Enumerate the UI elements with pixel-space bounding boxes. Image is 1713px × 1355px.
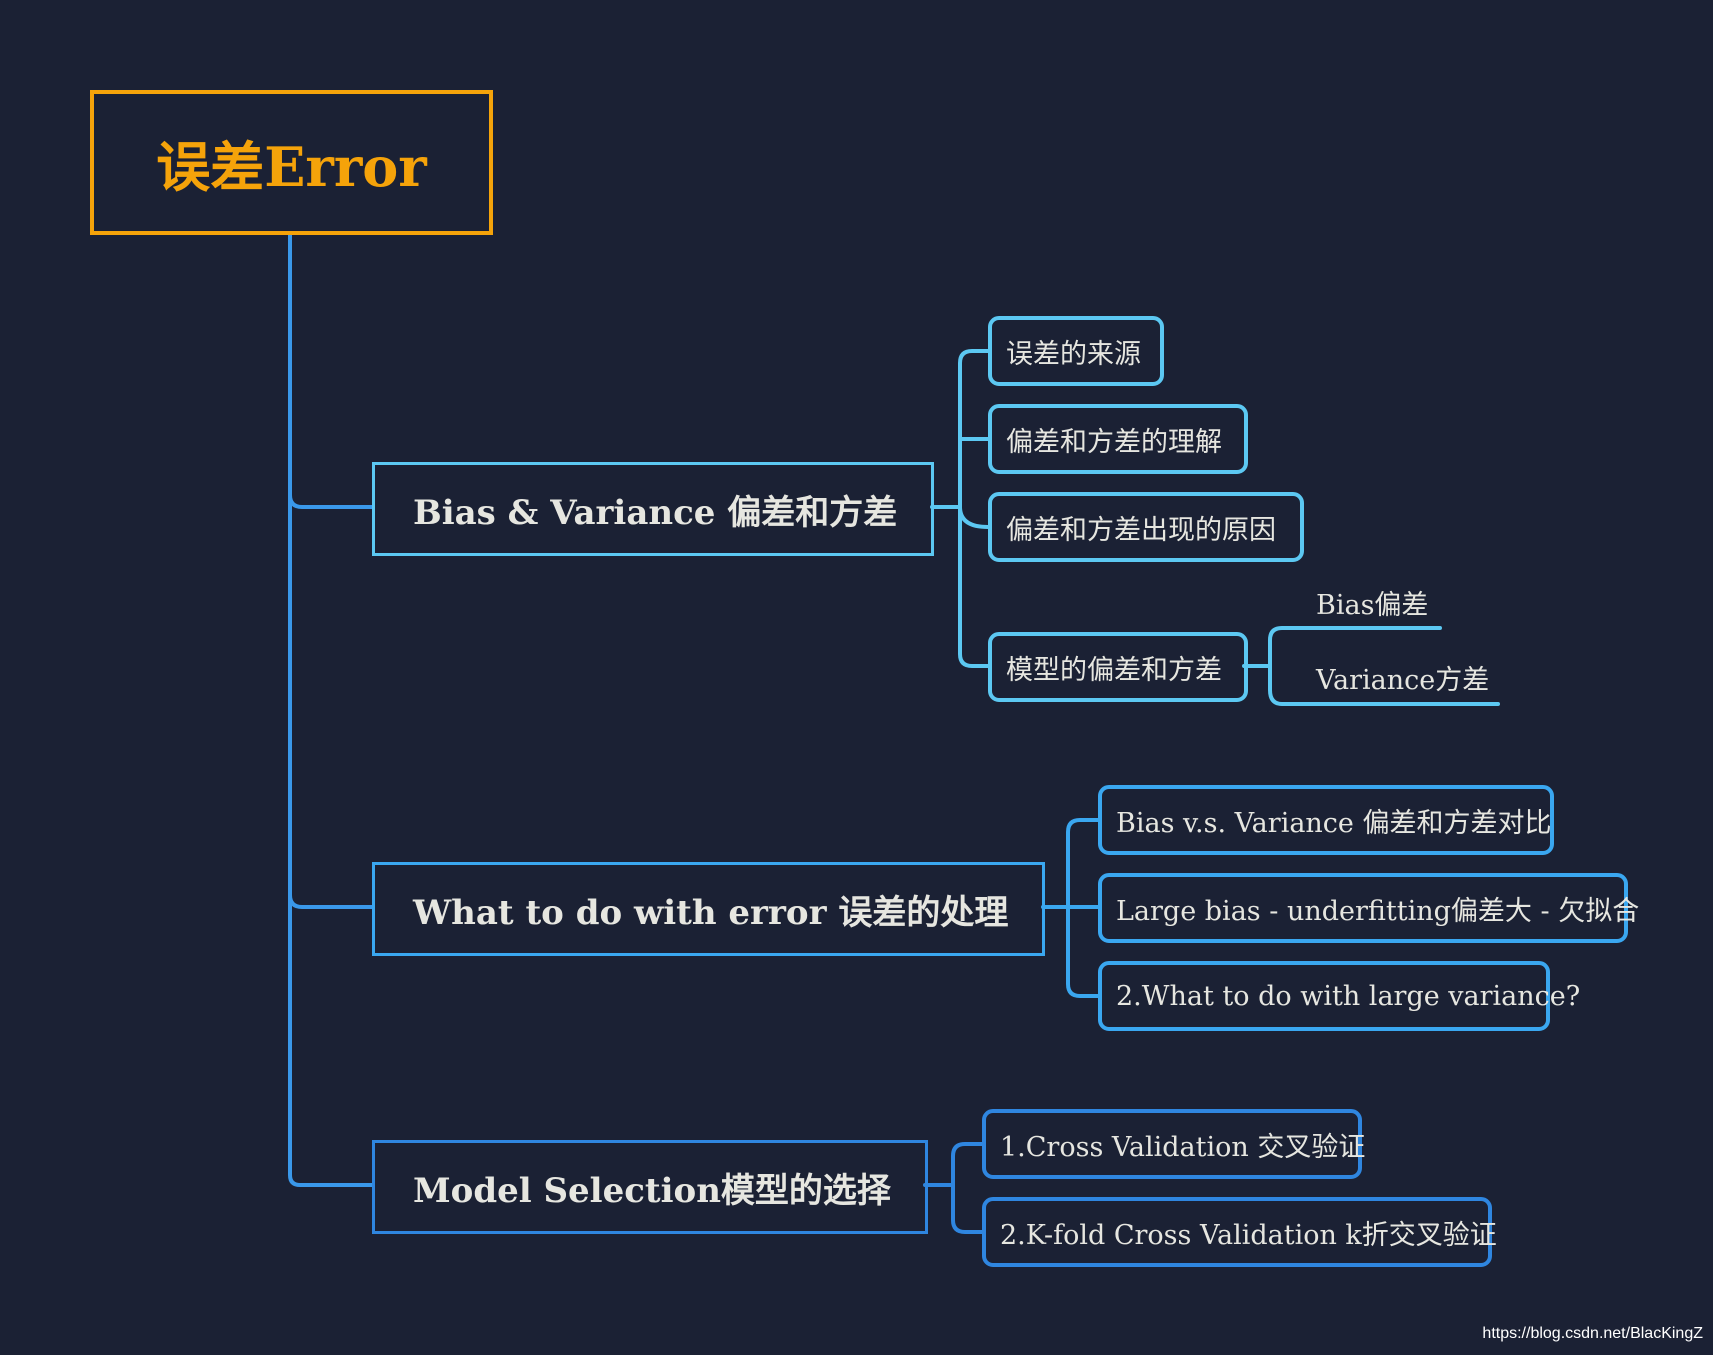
node-bias-vs-variance[interactable]: Bias v.s. Variance 偏差和方差对比	[1098, 785, 1554, 855]
node-large-variance-label: 2.What to do with large variance?	[1116, 980, 1581, 1012]
node-kfold-cross-validation-label: 2.K-fold Cross Validation k折交叉验证	[1000, 1219, 1497, 1251]
leaf-variance[interactable]: Variance方差	[1316, 657, 1489, 697]
node-bias-variance-understanding[interactable]: 偏差和方差的理解	[988, 404, 1248, 474]
model-selection-child-links	[923, 1142, 984, 1234]
node-large-bias-label: Large bias - underfitting偏差大 - 欠拟合	[1116, 895, 1640, 927]
node-kfold-cross-validation[interactable]: 2.K-fold Cross Validation k折交叉验证	[982, 1197, 1497, 1267]
node-bias-vs-variance-label: Bias v.s. Variance 偏差和方差对比	[1116, 807, 1552, 839]
what-to-do-child-links	[1041, 818, 1100, 998]
trunk-line	[288, 233, 374, 1187]
branch-model-selection-label: Model Selection模型的选择	[413, 1170, 891, 1211]
branch-what-to-do[interactable]: What to do with error 误差的处理	[372, 862, 1045, 956]
node-bias-variance-understanding-label: 偏差和方差的理解	[1006, 426, 1222, 458]
node-error-source-label: 误差的来源	[1006, 338, 1141, 370]
branch-bias-variance[interactable]: Bias & Variance 偏差和方差	[372, 462, 934, 556]
node-large-bias[interactable]: Large bias - underfitting偏差大 - 欠拟合	[1098, 873, 1639, 943]
node-cross-validation[interactable]: 1.Cross Validation 交叉验证	[982, 1109, 1366, 1179]
watermark-text: https://blog.csdn.net/BlacKingZ	[1482, 1325, 1703, 1342]
node-model-bias-variance[interactable]: 模型的偏差和方差	[988, 632, 1248, 702]
branch-model-selection[interactable]: Model Selection模型的选择	[372, 1140, 928, 1234]
branch-bias-variance-label: Bias & Variance 偏差和方差	[413, 492, 898, 533]
root-label: 误差Error	[156, 135, 427, 199]
node-bias-variance-causes[interactable]: 偏差和方差出现的原因	[988, 492, 1304, 562]
trunk-link-bias-variance	[288, 493, 374, 509]
root-node[interactable]: 误差Error	[90, 90, 493, 235]
node-model-bias-variance-label: 模型的偏差和方差	[1006, 654, 1222, 686]
leaf-bias-label: Bias偏差	[1316, 589, 1429, 621]
bias-variance-child-links	[930, 349, 990, 668]
node-cross-validation-label: 1.Cross Validation 交叉验证	[1000, 1131, 1366, 1163]
leaf-variance-label: Variance方差	[1316, 664, 1490, 696]
model-bias-variance-child-links	[1242, 626, 1500, 706]
trunk-link-what-to-do	[288, 893, 374, 909]
branch-what-to-do-label: What to do with error 误差的处理	[413, 892, 1009, 933]
node-large-variance[interactable]: 2.What to do with large variance?	[1098, 961, 1580, 1031]
leaf-bias[interactable]: Bias偏差	[1316, 582, 1428, 622]
node-error-source[interactable]: 误差的来源	[988, 316, 1164, 386]
node-bias-variance-causes-label: 偏差和方差出现的原因	[1006, 514, 1276, 546]
